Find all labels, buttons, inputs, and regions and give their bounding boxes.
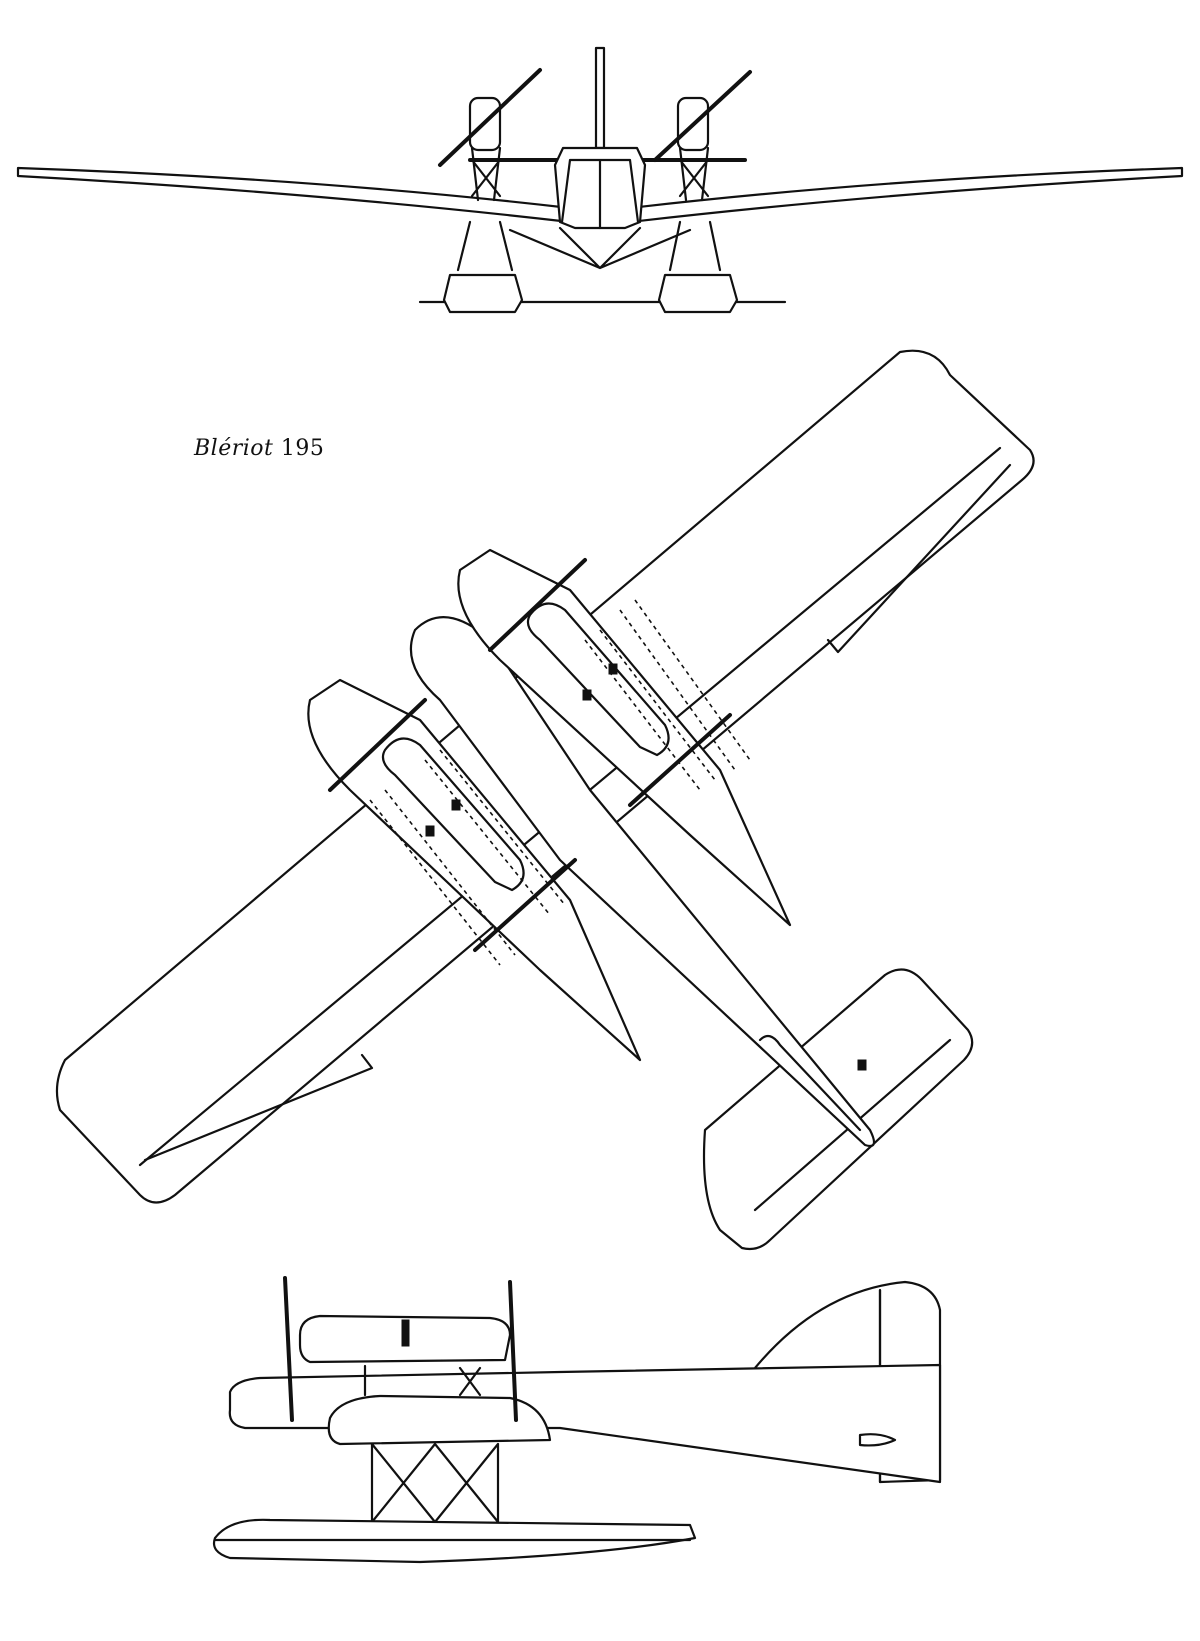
side-tailplane (858, 1433, 897, 1447)
side-front-propeller (283, 1276, 294, 1422)
caption-name: Blériot (194, 436, 274, 461)
side-rear-propeller (508, 1280, 518, 1422)
caption-number: 195 (280, 436, 325, 461)
front-tail-fin (594, 46, 606, 150)
front-view (16, 46, 1184, 314)
plan-left-marker-1 (451, 799, 461, 811)
plan-right-marker-2 (582, 689, 592, 701)
front-right-propeller (653, 70, 752, 162)
plan-right-nacelle (526, 602, 670, 757)
plan-view (55, 349, 1035, 1251)
side-fuselage (228, 1363, 942, 1484)
side-float-struts (370, 1442, 500, 1524)
figure-caption: Blériot 195 (194, 436, 324, 461)
side-lower-nacelle (327, 1394, 552, 1446)
plan-left-front-propeller (328, 698, 427, 792)
plan-left-nacelle (381, 737, 525, 892)
plan-right-marker-1 (608, 663, 618, 675)
plan-left-float (307, 678, 642, 1062)
plan-dashed-struts (369, 599, 751, 966)
plan-right-front-propeller (488, 558, 587, 652)
plan-fuselage (409, 616, 876, 1148)
plan-fuselage-rear-detail (758, 1034, 862, 1132)
front-left-pylon (470, 146, 502, 202)
side-engine-struts (363, 1364, 482, 1397)
front-float-struts (456, 220, 722, 272)
side-nacelle-marker (401, 1319, 410, 1347)
plan-right-float (457, 548, 792, 927)
front-cross-bracing (508, 226, 692, 270)
plan-right-rear-propeller (628, 713, 732, 807)
side-view (212, 1276, 942, 1564)
plan-left-marker-2 (425, 825, 435, 837)
front-left-propeller (438, 68, 542, 167)
plan-left-aileron (143, 1053, 374, 1162)
front-right-float (657, 273, 739, 314)
front-left-float (442, 273, 524, 314)
plan-left-rear-propeller (473, 858, 577, 952)
front-fuselage-detail (560, 158, 640, 230)
plan-tail-marker (857, 1059, 867, 1071)
front-right-pylon (678, 146, 710, 202)
plan-right-aileron (826, 463, 1012, 654)
